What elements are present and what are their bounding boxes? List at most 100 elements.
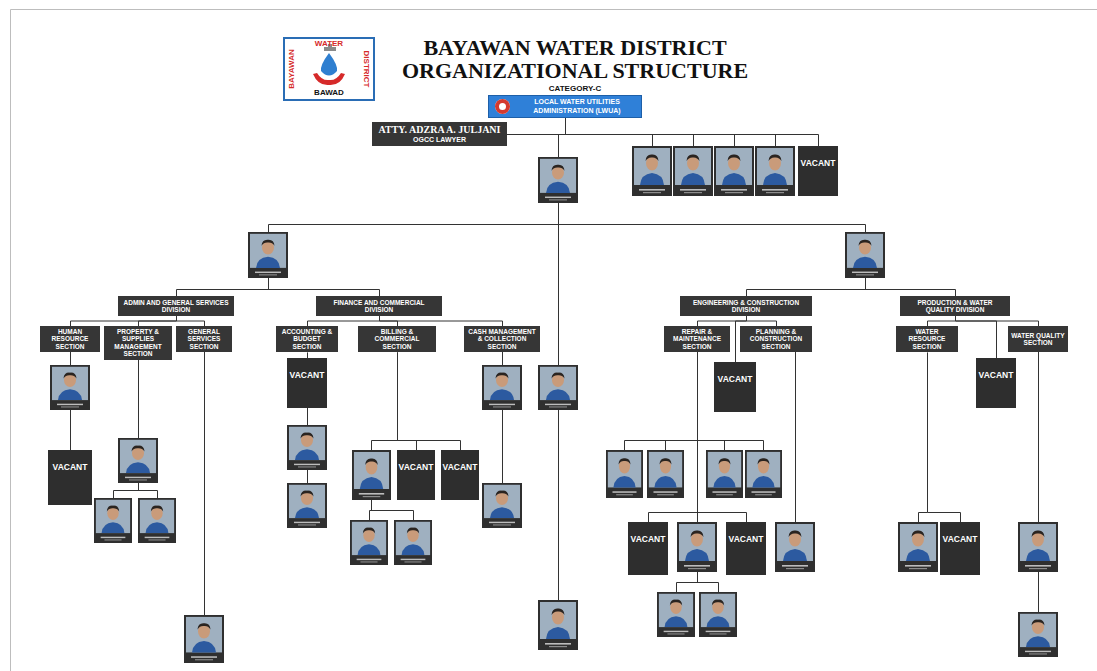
section-box: WATER RESOURCE SECTION <box>896 326 958 352</box>
unit-name: GENERAL SERVICES SECTION <box>179 328 229 350</box>
division-box: PRODUCTION & WATER QUALITY DIVISION <box>900 296 1010 316</box>
chart-title: BAYAWAN WATER DISTRICT ORGANIZATIONAL ST… <box>390 36 760 82</box>
section-box: ACCOUNTING & BUDGET SECTION <box>276 326 338 352</box>
logo-text: BAYAWAN <box>288 49 297 88</box>
division-box: FINANCE AND COMMERCIAL DIVISION <box>316 296 442 316</box>
logo-text: BAWAD <box>314 89 344 98</box>
logo-text: DISTRICT <box>362 51 371 88</box>
vacant-label: VACANT <box>943 534 978 544</box>
agency-banner: LOCAL WATER UTILITIES ADMINISTRATION (LW… <box>488 95 642 118</box>
staff-photo <box>755 146 795 196</box>
unit-name: BILLING & COMMERCIAL SECTION <box>361 328 433 350</box>
vacant-label: VACANT <box>718 374 753 384</box>
staff-photo <box>699 592 737 637</box>
vacant-label: VACANT <box>979 370 1014 380</box>
vacant-box: VACANT <box>397 450 435 500</box>
vacant-label: VACANT <box>443 462 478 472</box>
org-connector <box>308 316 380 326</box>
staff-photo <box>50 365 90 410</box>
section-box: PROPERTY & SUPPLIES MANAGEMENT SECTION <box>104 326 172 360</box>
staff-photo <box>482 483 522 528</box>
division-box: ENGINEERING & CONSTRUCTION DIVISION <box>680 296 812 316</box>
staff-photo <box>118 438 158 483</box>
staff-photo <box>538 157 578 203</box>
vacant-label: VACANT <box>290 370 325 380</box>
vacant-box: VACANT <box>48 450 92 505</box>
staff-photo <box>677 522 717 572</box>
org-connector <box>398 352 461 450</box>
staff-photo <box>1018 612 1058 657</box>
unit-name: PLANNING & CONSTRUCTION SECTION <box>743 328 809 350</box>
vacant-label: VACANT <box>729 534 764 544</box>
staff-photo <box>775 522 815 572</box>
lawyer-box: ATTY. ADZRA A. JULJANIOGCC LAWYER <box>372 122 507 146</box>
logo-text: WATER <box>315 40 343 49</box>
staff-photo <box>647 450 684 498</box>
org-connector <box>177 316 205 326</box>
org-connector <box>928 316 956 326</box>
page-frame <box>11 10 1097 671</box>
staff-photo <box>482 365 522 410</box>
unit-name: WATER RESOURCE SECTION <box>899 328 955 350</box>
section-box: WATER QUALITY SECTION <box>1008 326 1068 352</box>
vacant-box: VACANT <box>976 358 1016 408</box>
section-box: REPAIR & MAINTENANCE SECTION <box>664 326 730 352</box>
org-connector <box>747 316 777 326</box>
vacant-label: VACANT <box>631 534 666 544</box>
logo-drop <box>321 53 337 76</box>
person-text: ATTY. ADZRA A. JULJANI <box>379 124 501 136</box>
staff-photo <box>606 450 643 498</box>
staff-photo <box>673 146 713 196</box>
logo-ground <box>284 38 374 100</box>
vacant-box: VACANT <box>940 522 980 575</box>
unit-name: ENGINEERING & CONSTRUCTION DIVISION <box>683 299 809 314</box>
org-connector <box>139 316 177 326</box>
vacant-box: VACANT <box>714 362 756 412</box>
unit-name: REPAIR & MAINTENANCE SECTION <box>667 328 727 350</box>
vacant-box: VACANT <box>628 522 668 575</box>
unit-name: CASH MANAGEMENT & COLLECTION SECTION <box>467 328 537 350</box>
unit-name: FINANCE AND COMMERCIAL DIVISION <box>319 299 439 314</box>
vacant-box: VACANT <box>726 522 766 575</box>
unit-name: ADMIN AND GENERAL SERVICES DIVISION <box>121 299 231 314</box>
section-box: CASH MANAGEMENT & COLLECTION SECTION <box>464 326 540 352</box>
org-connector <box>928 352 961 522</box>
org-connector <box>649 352 698 522</box>
staff-photo <box>898 522 938 572</box>
staff-photo <box>394 520 432 565</box>
person-text: OGCC LAWYER <box>413 136 466 144</box>
staff-photo <box>352 450 391 500</box>
staff-photo <box>184 615 224 663</box>
section-box: BILLING & COMMERCIAL SECTION <box>358 326 436 352</box>
category-label: CATEGORY-C <box>535 84 615 93</box>
section-box: HUMAN RESOURCE SECTION <box>40 326 100 352</box>
staff-photo <box>538 600 578 650</box>
org-connector <box>398 352 417 450</box>
staff-photo <box>632 146 672 196</box>
banner-text: LOCAL WATER UTILITIES ADMINISTRATION (LW… <box>517 98 637 114</box>
staff-photo <box>714 146 754 196</box>
tree-line <box>71 118 1039 615</box>
logo-badge: WATER BAYAWAN DISTRICT BAWAD <box>283 37 375 101</box>
staff-photo <box>248 232 288 278</box>
unit-name: PRODUCTION & WATER QUALITY DIVISION <box>903 299 1007 314</box>
staff-photo <box>1018 522 1058 572</box>
staff-photo <box>287 425 327 470</box>
vacant-box: VACANT <box>798 146 838 196</box>
staff-photo <box>287 483 327 528</box>
unit-name: HUMAN RESOURCE SECTION <box>43 328 97 350</box>
unit-name: WATER QUALITY SECTION <box>1011 332 1065 347</box>
org-connector <box>380 316 503 326</box>
vacant-box: VACANT <box>287 358 327 408</box>
staff-photo <box>138 498 176 543</box>
org-connector <box>956 316 997 358</box>
section-box: PLANNING & CONSTRUCTION SECTION <box>740 326 812 352</box>
logo-hands <box>313 73 345 85</box>
vacant-label: VACANT <box>801 158 836 168</box>
staff-photo <box>745 450 782 498</box>
staff-photo <box>845 232 885 278</box>
staff-photo <box>657 592 695 637</box>
vacant-box: VACANT <box>441 450 479 500</box>
vacant-label: VACANT <box>53 462 88 472</box>
